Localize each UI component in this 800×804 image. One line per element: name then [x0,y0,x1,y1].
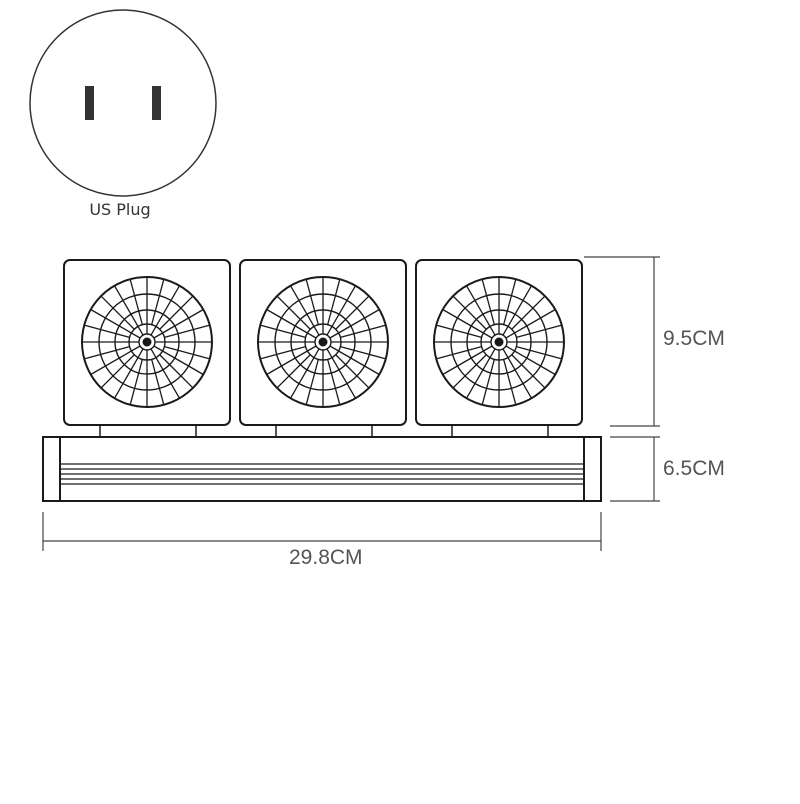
base-height-label: 6.5CM [663,457,725,480]
plug-face [29,9,217,197]
total-width-label: 29.8CM [289,546,363,569]
fan-icon [63,259,231,437]
fan-housing [415,259,583,426]
fan-housing [239,259,407,426]
fan-base [42,436,602,502]
plug-label: US Plug [89,200,151,219]
plug-prong-left [85,86,94,120]
fan-hub [494,337,504,347]
fan-row [63,259,583,437]
dimension-lines [42,256,660,551]
fan-hub [142,337,152,347]
fan-housing [63,259,231,426]
fan-hub [318,337,328,347]
fan-icon [415,259,583,437]
us-plug-icon [29,9,217,197]
base-grooves [60,463,584,485]
fan-height-label: 9.5CM [663,327,725,350]
plug-prong-right [152,86,161,120]
base-outline [42,436,602,502]
fan-icon [239,259,407,437]
